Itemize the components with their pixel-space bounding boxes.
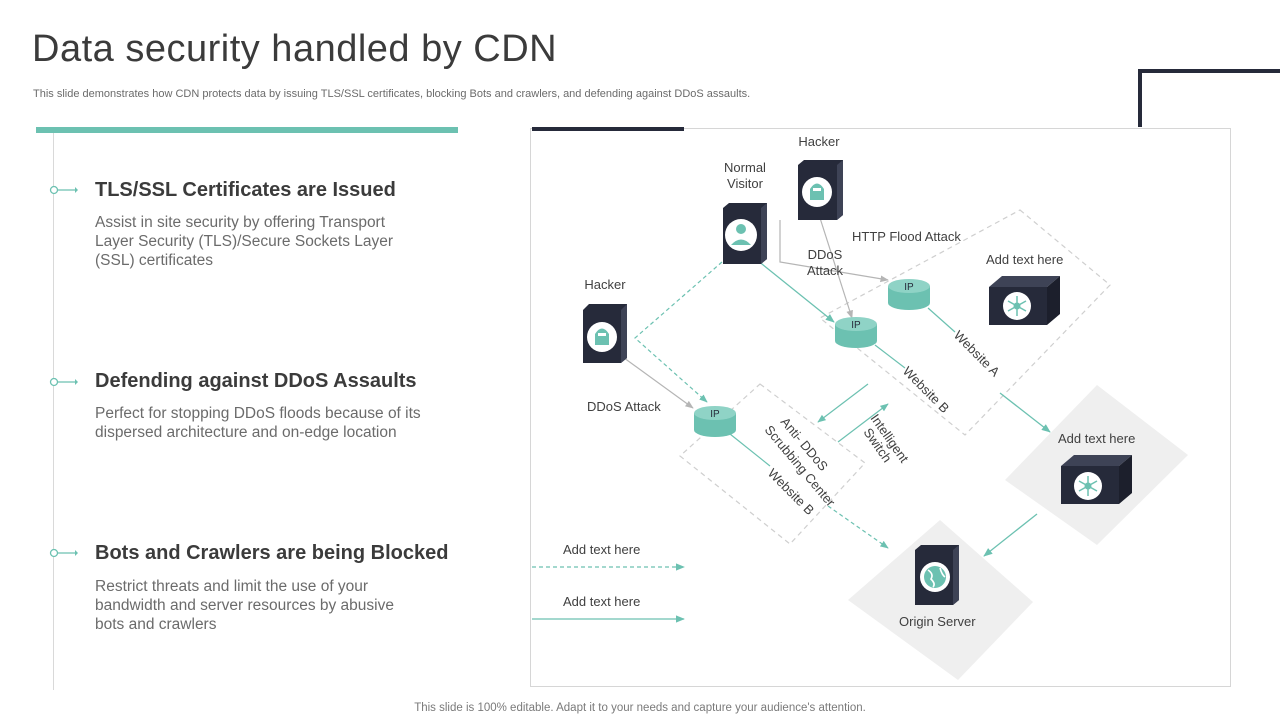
label-ddos-attack-1: DDoS	[808, 247, 843, 262]
page-title: Data security handled by CDN	[32, 28, 558, 70]
label-website-a: Website A	[951, 328, 1003, 380]
timeline-line	[53, 133, 54, 690]
item-desc-tls: Assist in site security by offering Tran…	[95, 214, 394, 269]
http-flood-arrow	[779, 220, 889, 283]
item-title-bots: Bots and Crawlers are being Blocked	[95, 542, 449, 564]
server-hub-icon	[989, 276, 1060, 325]
ip-node-icon: IP	[888, 279, 930, 310]
bullet-arrow-icon	[49, 377, 78, 387]
svg-text:IP: IP	[710, 409, 720, 420]
corner-decoration	[1138, 69, 1280, 127]
bullet-arrow-icon	[49, 185, 78, 195]
label-normal-visitor-2: Visitor	[727, 176, 764, 191]
visitor-arrow	[756, 259, 835, 323]
item-desc-ddos: Perfect for stopping DDoS floods because…	[95, 405, 421, 441]
ddos-attack-arrow-left	[619, 354, 694, 409]
label-ddos-attack-2: Attack	[807, 263, 844, 278]
hacker-device-icon	[583, 304, 627, 363]
teal-accent-bar	[36, 127, 458, 133]
bullet-arrow-icon	[49, 548, 78, 558]
label-normal-visitor-1: Normal	[724, 160, 766, 175]
hacker-device-icon	[798, 160, 843, 220]
website-b-line	[874, 344, 906, 369]
label-ddos-attack-left: DDoS Attack	[587, 399, 661, 414]
ip-node-icon: IP	[694, 406, 736, 437]
origin-server-globe-icon	[915, 545, 959, 605]
switch-arrow-right	[837, 403, 889, 443]
server-hub-icon	[1061, 455, 1132, 504]
website-a-arrow	[999, 392, 1051, 433]
item-title-tls: TLS/SSL Certificates are Issued	[95, 179, 396, 201]
diagram-accent-bar	[532, 127, 684, 131]
website-b-line-2	[729, 433, 771, 467]
label-hacker-top: Hacker	[798, 134, 840, 149]
visitor-dashed-arrow	[634, 261, 723, 403]
svg-text:IP: IP	[904, 282, 914, 293]
label-origin-server: Origin Server	[899, 614, 976, 629]
footer-note: This slide is 100% editable. Adapt it to…	[414, 702, 866, 714]
legend-solid-label: Add text here	[563, 594, 640, 609]
label-add-text-1: Add text here	[986, 252, 1063, 267]
label-hacker-left: Hacker	[584, 277, 626, 292]
ddos-attack-arrow-top	[819, 217, 853, 319]
switch-arrow-left	[817, 383, 869, 423]
normal-visitor-device-icon	[723, 203, 767, 264]
legend-dashed-label: Add text here	[563, 542, 640, 557]
label-http-flood: HTTP Flood Attack	[852, 229, 961, 244]
origin-arrow	[983, 513, 1038, 557]
svg-text:IP: IP	[851, 320, 861, 331]
label-add-text-2: Add text here	[1058, 431, 1135, 446]
diagram-frame	[530, 128, 1231, 687]
website-a-line	[927, 307, 956, 333]
item-title-ddos: Defending against DDoS Assaults	[95, 370, 417, 392]
label-website-b-1: Website B	[900, 364, 952, 416]
ip-node-icon: IP	[835, 317, 877, 348]
scrubbed-arrow	[827, 505, 889, 549]
item-desc-bots: Restrict threats and limit the use of yo…	[95, 578, 394, 633]
page-subtitle: This slide demonstrates how CDN protects…	[33, 88, 751, 100]
